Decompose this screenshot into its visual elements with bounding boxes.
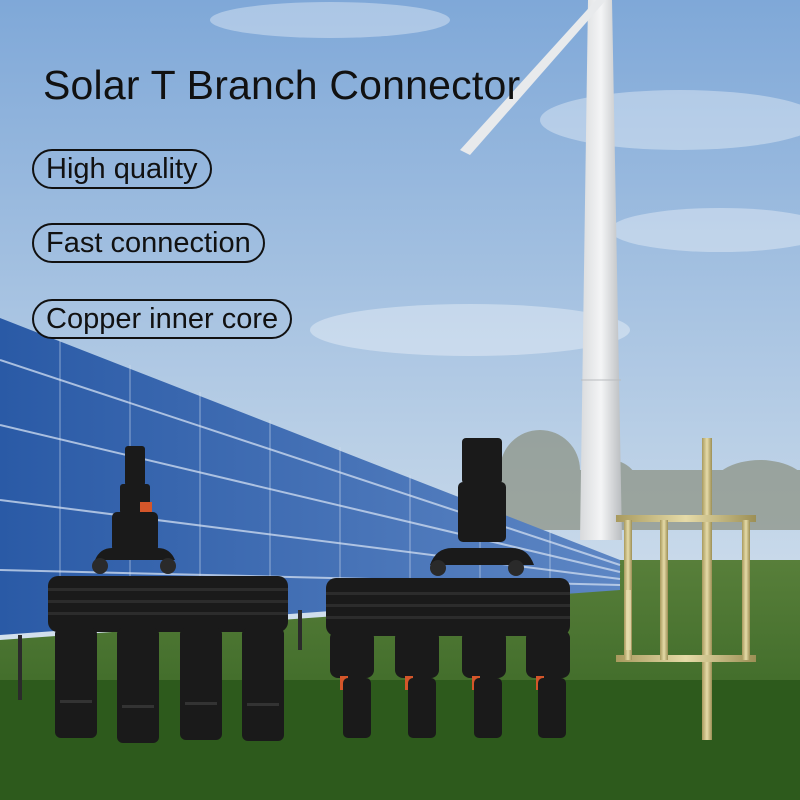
feature-badge-connection: Fast connection: [32, 223, 265, 263]
wind-turbine: [460, 0, 622, 540]
feature-badge-quality: High quality: [32, 149, 212, 189]
feature-badge-copper-core: Copper inner core: [32, 299, 293, 339]
t-branch-connector-left: [48, 446, 288, 743]
t-branch-connector-right: [326, 438, 570, 738]
copper-inner-core: [616, 438, 756, 740]
page-title: Solar T Branch Connector: [43, 62, 521, 108]
